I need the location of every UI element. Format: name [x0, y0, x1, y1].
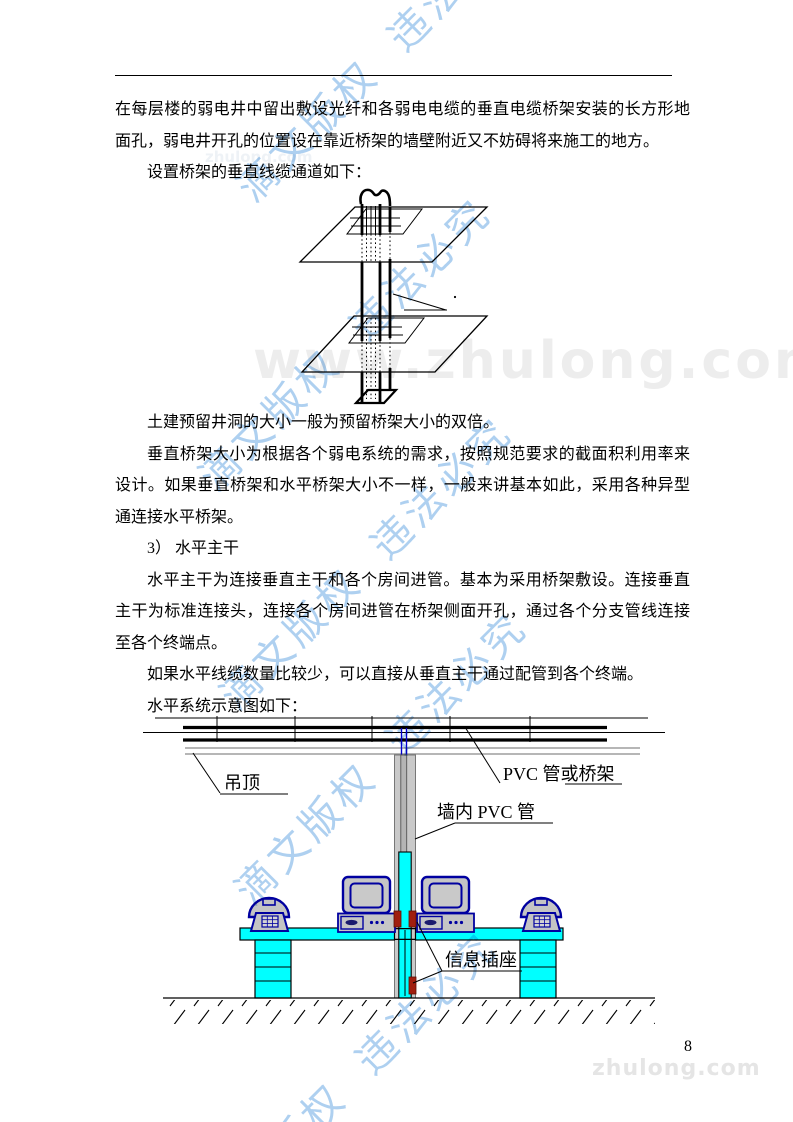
wall-pvc-conduit [400, 754, 408, 853]
vertical-channel-diagram [298, 188, 489, 405]
telephone-left [247, 896, 291, 933]
text-line: 如果水平线缆数量比较少，可以直接从垂直主干通过配管到各个终端。 [147, 666, 644, 683]
text-line: 水平主干为连接垂直主干和各个房间进管。基本为采用桥架敷设。连接垂直 [147, 571, 690, 589]
paragraph-block-top: 在每层楼的弱电井中留出敷设光纤和各弱电电缆的垂直电缆桥架安装的长方形地 面孔，弱… [115, 94, 690, 189]
leader-line [392, 293, 447, 311]
label-info-outlet: 信息插座 [412, 921, 522, 984]
telephone-right [519, 896, 563, 933]
computer-left [336, 875, 397, 934]
text-line: 至各个终端点。 [115, 634, 228, 652]
text-line: 水平系统示意图如下： [147, 697, 308, 715]
text-line: 通连接水平桥架。 [115, 508, 244, 526]
desk-pedestal-left [254, 939, 292, 999]
paragraph-block-middle: 土建预留井洞的大小一般为预留桥架大小的双倍。 垂直桥架大小为根据各个弱电系统的需… [115, 407, 690, 722]
ceiling-cable-tray [143, 716, 665, 755]
text-line: 在每层楼的弱电井中留出敷设光纤和各弱电电缆的垂直电缆桥架安装的长方形地 [115, 101, 690, 118]
label-wall-pvc: 墙内 PVC 管 [414, 802, 553, 840]
svg-text:墙内 PVC 管: 墙内 PVC 管 [437, 802, 535, 822]
text-line: 主干为标准连接头，连接各个房间进管在桥架侧面开孔，通过各个分支管线连接 [115, 603, 690, 620]
label-ceiling: 吊顶 [192, 752, 288, 795]
drop-cables [400, 728, 408, 757]
outlet-left [393, 910, 402, 928]
floor [163, 997, 655, 1024]
page-number: 8 [684, 1038, 692, 1055]
text-line: 土建预留井洞的大小一般为预留桥架大小的双倍。 [147, 414, 500, 431]
svg-text:吊顶: 吊顶 [224, 773, 260, 793]
header-rule [115, 75, 672, 76]
upper-floor-slab [298, 206, 489, 263]
text-line: 设计。如果垂直桥架和水平桥架大小不一样，一般来讲基本如此，采用各种异型 [115, 477, 690, 494]
computer-right [415, 875, 476, 934]
desk-pedestal-right [519, 939, 557, 999]
information-outlets [393, 910, 417, 995]
text-line: 设置桥架的垂直线缆通道如下： [147, 164, 372, 181]
text-line: 面孔，弱电井开孔的位置设在靠近桥架的墙壁附近又不妨碍将来施工的地方。 [115, 132, 660, 150]
outlet-lower [408, 976, 417, 995]
zhulong-watermark-corner: zhulong.com [592, 1056, 761, 1081]
label-pvc-tray: PVC 管或桥架 [464, 726, 622, 785]
wall-column [394, 754, 416, 999]
horizontal-system-diagram: 吊顶 PVC 管或桥架 墙内 PVC 管 信息插座 [143, 716, 665, 1024]
diagram-labels: 吊顶 PVC 管或桥架 墙内 PVC 管 信息插座 [192, 726, 622, 984]
desk [239, 927, 564, 999]
svg-text:信息插座: 信息插座 [445, 950, 517, 970]
outlet-right [408, 910, 417, 928]
vertical-cable-duct [353, 188, 399, 405]
text-line: 垂直桥架大小为根据各个弱电系统的需求，按照规范要求的截面积利用率来 [147, 445, 690, 463]
svg-text:PVC 管或桥架: PVC 管或桥架 [503, 764, 615, 784]
stray-dot [453, 295, 457, 299]
text-line: 3） 水平主干 [147, 540, 240, 557]
lower-floor-slab [300, 315, 489, 373]
